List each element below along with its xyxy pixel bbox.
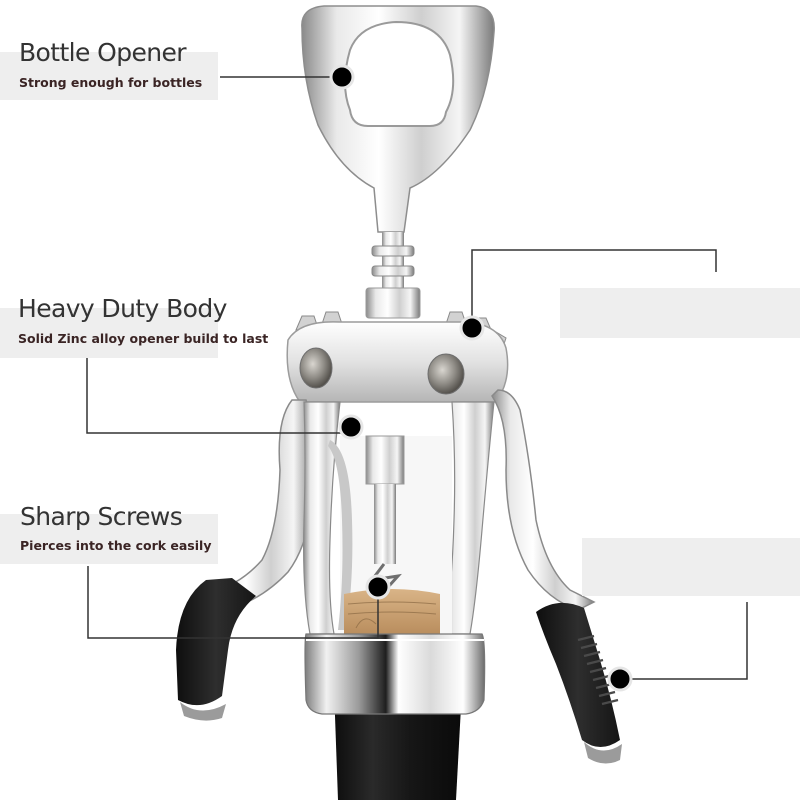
feature-subtitle: Pierces into the cork easily <box>20 538 212 553</box>
label-band <box>560 288 800 338</box>
feature-title: Heavy Duty Body <box>18 294 227 323</box>
label-band <box>0 52 218 100</box>
feature-title: Bottle Opener <box>19 38 187 67</box>
feature-subtitle: Solid Zinc alloy opener build to last <box>18 331 269 346</box>
feature-title: Sharp Screws <box>20 502 183 531</box>
label-band <box>0 514 218 564</box>
label-band <box>582 538 800 596</box>
feature-subtitle: Strong enough for bottles <box>19 75 203 90</box>
label-band <box>0 308 218 358</box>
